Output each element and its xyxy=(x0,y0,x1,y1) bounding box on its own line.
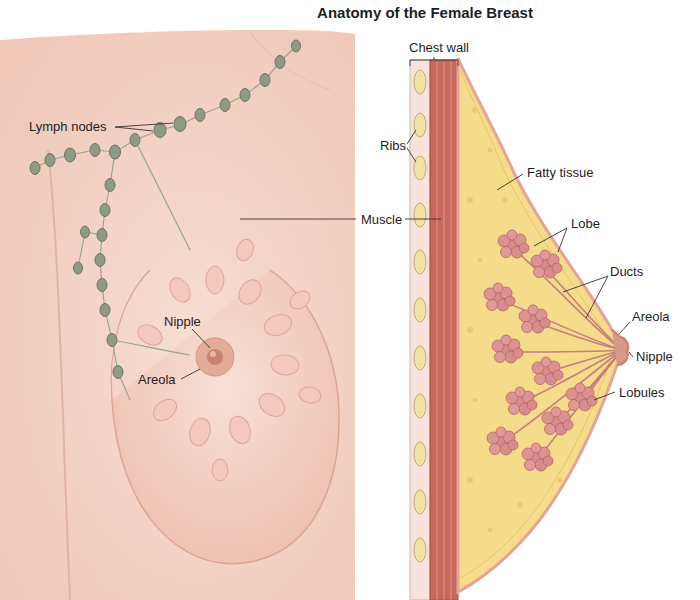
part-label: Fatty tissue xyxy=(526,165,594,180)
diagram-title: Anatomy of the Female Breast xyxy=(317,4,533,22)
part-label: Lymph nodes xyxy=(28,119,108,134)
part-label: Ribs xyxy=(379,138,407,153)
part-label: Muscle xyxy=(360,212,403,227)
part-label: Areola xyxy=(631,309,671,324)
part-label: Areola xyxy=(137,372,177,387)
part-label: Lobules xyxy=(618,385,666,400)
part-label: Nipple xyxy=(163,314,202,329)
part-label: Ducts xyxy=(609,264,644,279)
part-label: Chest wall xyxy=(408,40,470,55)
part-label: Lobe xyxy=(570,216,601,231)
part-label: Nipple xyxy=(635,349,674,364)
